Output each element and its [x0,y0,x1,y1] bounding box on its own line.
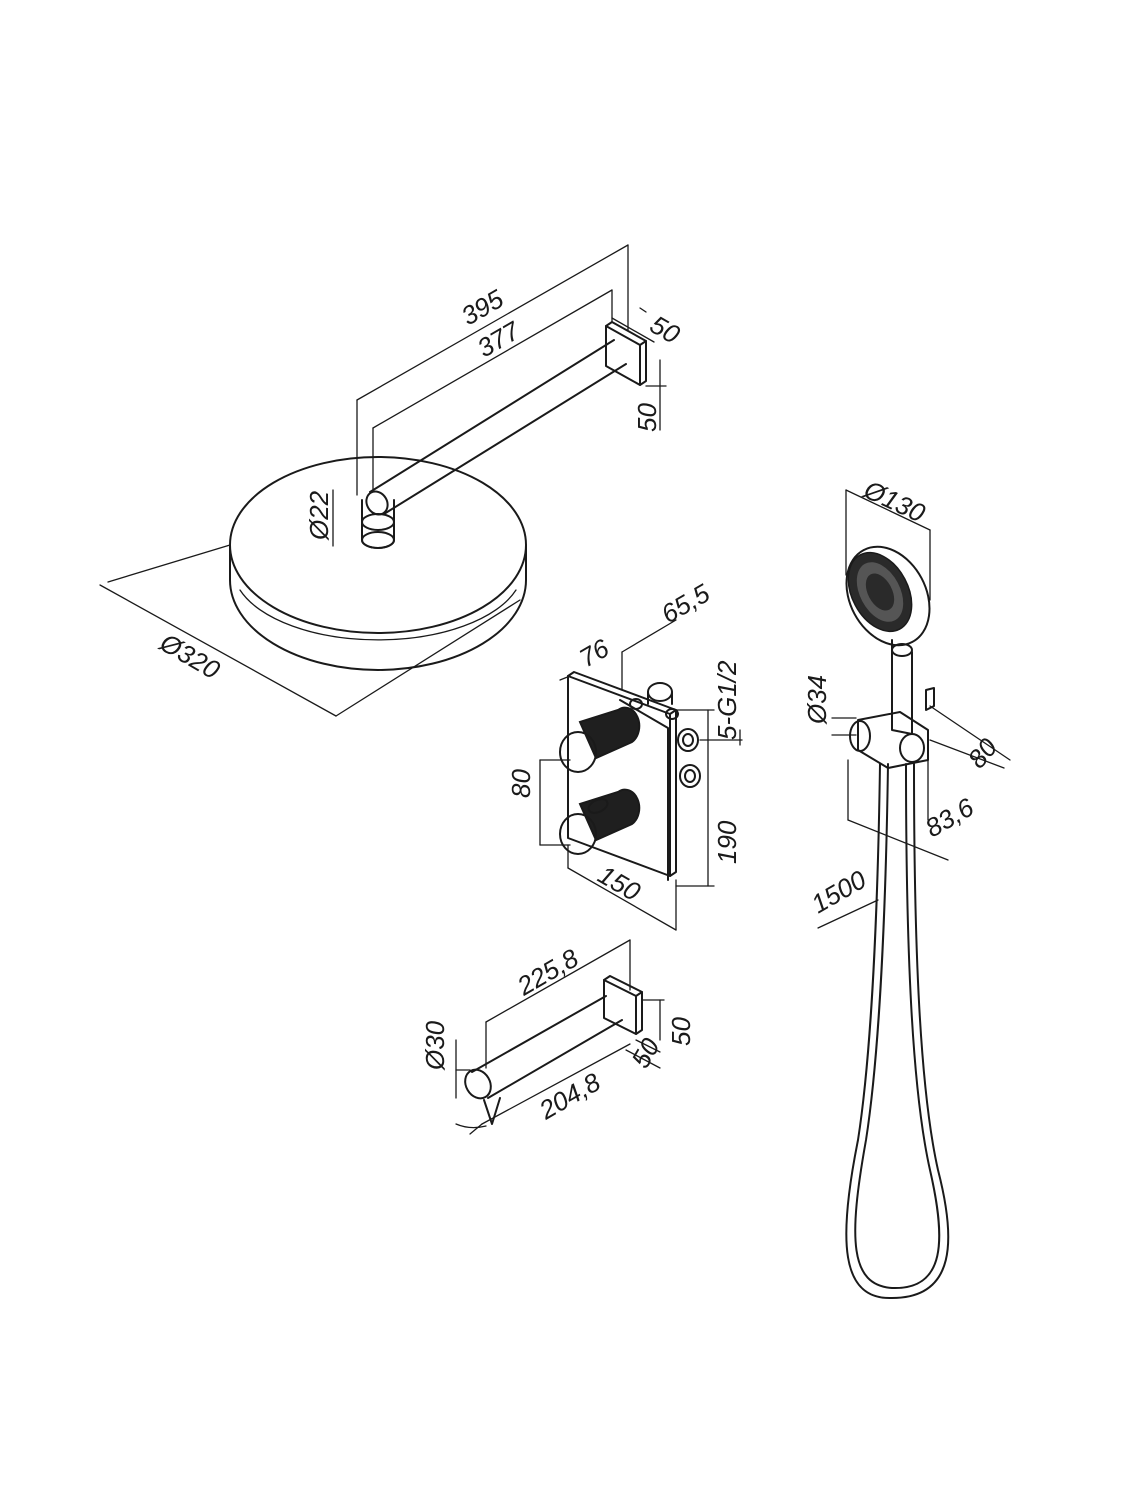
dim-spout-length-total: 225,8 [511,942,584,1001]
shower-arm-flange [605,321,647,386]
dim-flange-height: 50 [632,403,662,432]
dim-mixer-width: 150 [593,859,646,907]
hand-shower-handle [891,639,913,735]
dim-holder-depth: 83,6 [920,792,979,844]
dim-spout-diameter: Ø30 [420,1020,450,1071]
thermostatic-mixer: 76 65,5 5-G1/2 80 190 150 [506,578,743,931]
mixer-dimensions [539,619,743,931]
dim-mixer-height: 190 [712,820,742,864]
dim-hand-head-diameter: Ø130 [859,474,931,529]
dim-spout-length-projection: 204,8 [533,1066,606,1125]
rain-shower: 395 377 50 50 Ø22 Ø320 [99,244,686,717]
dim-holder-width: 80 [962,732,1004,774]
mixer-knob-upper [559,706,641,773]
dim-knob-spacing: 80 [506,769,536,798]
spout-dimensions [455,939,665,1135]
dim-arm-diameter: Ø22 [304,490,334,541]
spout-flange [603,975,643,1035]
dim-connections: 5-G1/2 [712,660,742,740]
dim-holder-diameter: Ø34 [802,675,832,725]
shower-arm [365,339,627,516]
hand-shower-hose [845,763,950,1300]
dim-depth-body: 65,5 [656,578,715,630]
hand-shower-head [845,545,931,647]
spout-body [464,995,623,1125]
dim-hose-length: 1500 [806,864,872,919]
mixer-knob-lower [559,788,641,855]
dim-spout-flange-height: 50 [666,1017,696,1046]
dim-depth-plate: 76 [574,632,615,673]
hand-shower-dimensions [817,489,1011,929]
rain-shower-dimensions [99,244,667,717]
dim-flange-width: 50 [645,309,686,350]
shower-head-disc [229,456,527,671]
hand-shower: Ø130 Ø34 80 83,6 1500 [802,474,1011,1300]
bath-spout: 225,8 204,8 Ø30 50 50 [420,939,696,1135]
mixer-body [619,682,701,881]
mixer-cover-plate [567,671,677,877]
